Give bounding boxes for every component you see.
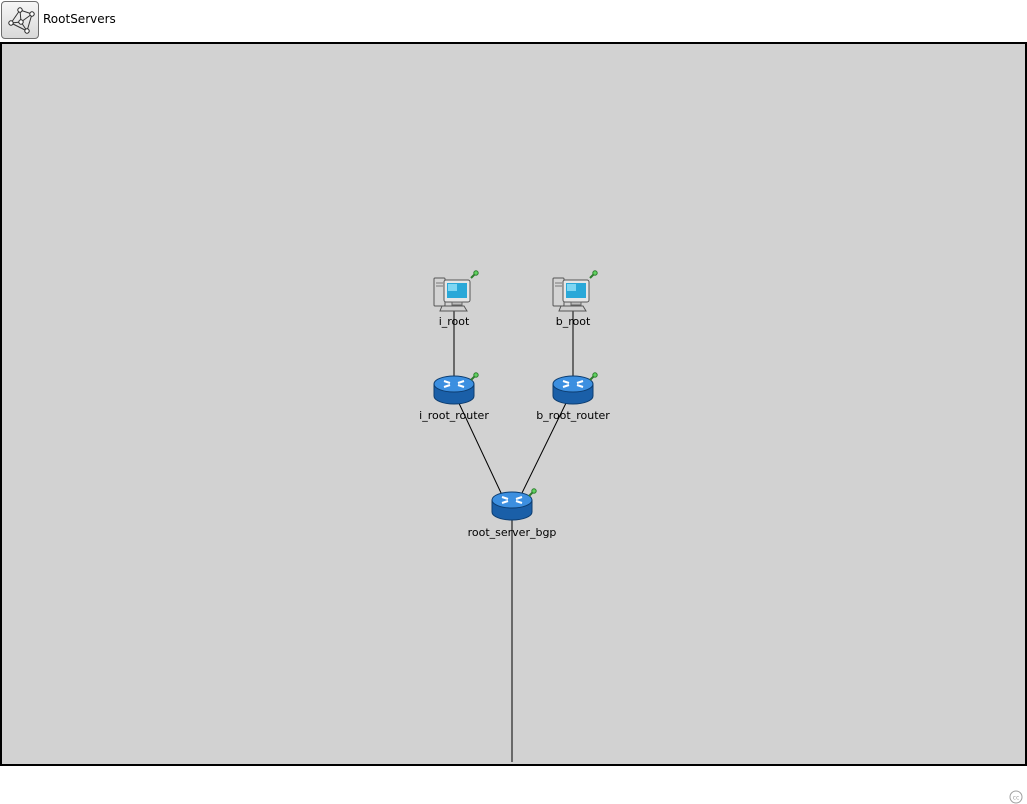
links-layer [453,308,574,762]
network-icon[interactable] [1,1,39,39]
svg-text:cc: cc [1013,795,1020,802]
router-icon [433,372,479,405]
router-icon [552,372,598,405]
canvas-corner-icon: cc [1009,790,1023,804]
node-i-root-router[interactable] [432,372,480,408]
node-label-b-root-router: b_root_router [536,409,610,422]
node-label-i-root: i_root [438,315,470,328]
module-header: RootServers [0,0,1027,42]
link-b-root-router-to-bgp [520,398,569,496]
node-b-root-router[interactable] [551,372,599,408]
node-b-root[interactable] [551,270,599,314]
node-label-root-server-bgp: root_server_bgp [467,526,557,539]
node-label-i-root-router: i_root_router [419,409,489,422]
host-pc-icon [552,270,598,312]
network-canvas[interactable]: i_root b_root [0,42,1027,804]
module-title: RootServers [43,12,116,26]
node-root-server-bgp[interactable] [490,488,538,524]
node-i-root[interactable] [432,270,480,314]
router-icon [491,488,537,521]
node-label-b-root: b_root [555,315,591,328]
host-pc-icon [433,270,479,312]
link-i-root-router-to-bgp [456,398,503,496]
